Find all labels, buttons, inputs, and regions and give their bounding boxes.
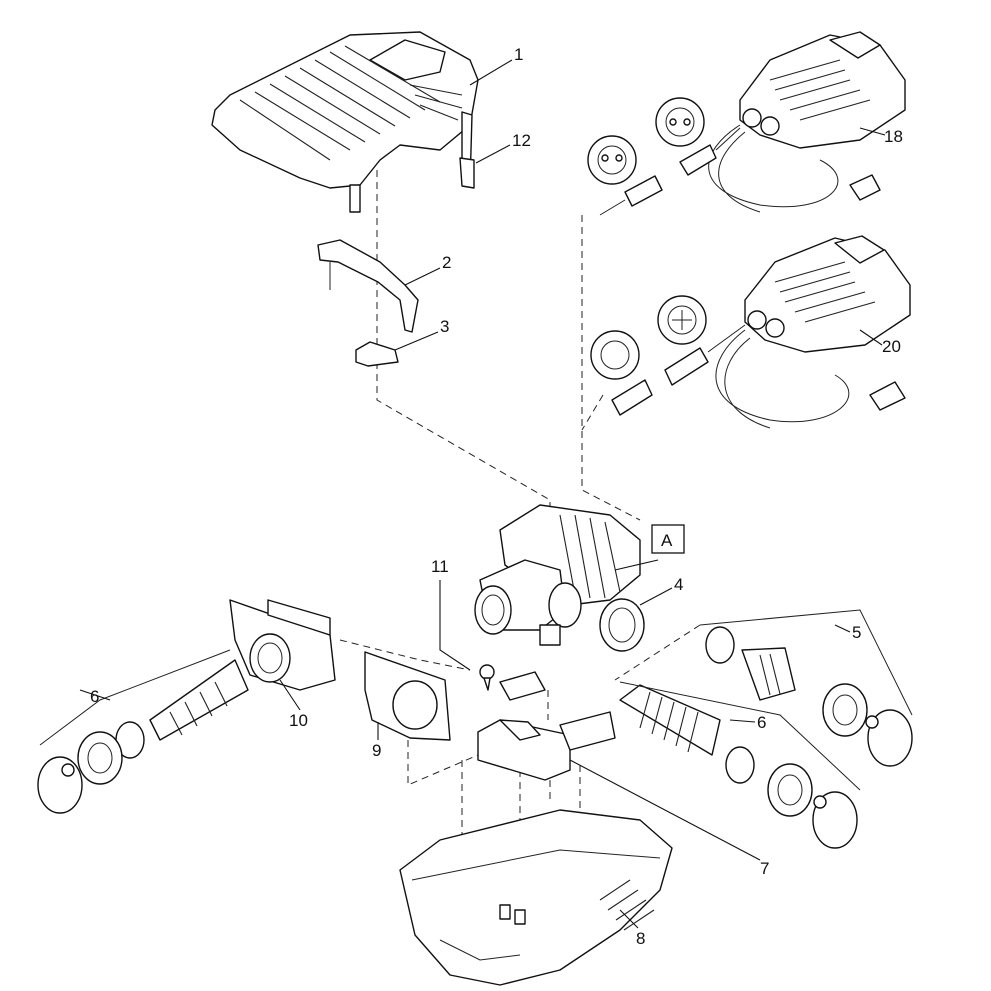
callout-18: 18 (884, 127, 903, 146)
hose-tail-part-6-right (619, 681, 861, 849)
hose-adapter-part-5 (699, 609, 913, 767)
clip-part-12 (459, 157, 475, 189)
reference-box-a: A (651, 524, 685, 554)
screw-part-11 (479, 664, 495, 691)
hose-tail-part-6-left (37, 649, 249, 814)
callout-2: 2 (442, 253, 451, 272)
callout-labels: 1 12 2 3 18 20 11 4 5 6 6 10 9 7 8 (90, 45, 903, 948)
box-a-label: A (661, 531, 673, 550)
callout-10: 10 (289, 711, 308, 730)
clip-part-3 (355, 341, 399, 367)
pump-body (474, 504, 641, 646)
base-housing-part-8 (399, 809, 673, 986)
union-nut-part-4 (599, 598, 645, 652)
bracket-part-2 (317, 239, 419, 333)
callout-1: 1 (514, 45, 523, 64)
top-cover-part (211, 31, 479, 213)
cover-ribs (239, 45, 463, 161)
cover-plate-part-9 (364, 651, 451, 741)
callout-11: 11 (431, 557, 449, 576)
callout-6-left: 6 (90, 687, 99, 706)
transformer-part-20 (715, 235, 911, 429)
callout-5: 5 (852, 623, 861, 642)
mount-part-7 (477, 671, 616, 781)
connector-set-20 (590, 295, 746, 416)
callout-9: 9 (372, 741, 381, 760)
callout-7: 7 (760, 859, 769, 878)
leader-lines (79, 59, 886, 929)
callout-12: 12 (512, 131, 531, 150)
callout-20: 20 (882, 337, 901, 356)
transformer-part-18 (708, 31, 906, 213)
callout-3: 3 (440, 317, 449, 336)
callout-6-right: 6 (757, 713, 766, 732)
callout-8: 8 (636, 929, 645, 948)
callout-4: 4 (674, 575, 683, 594)
adapter-plate-part-10 (229, 599, 336, 691)
connector-set-18 (587, 97, 741, 216)
